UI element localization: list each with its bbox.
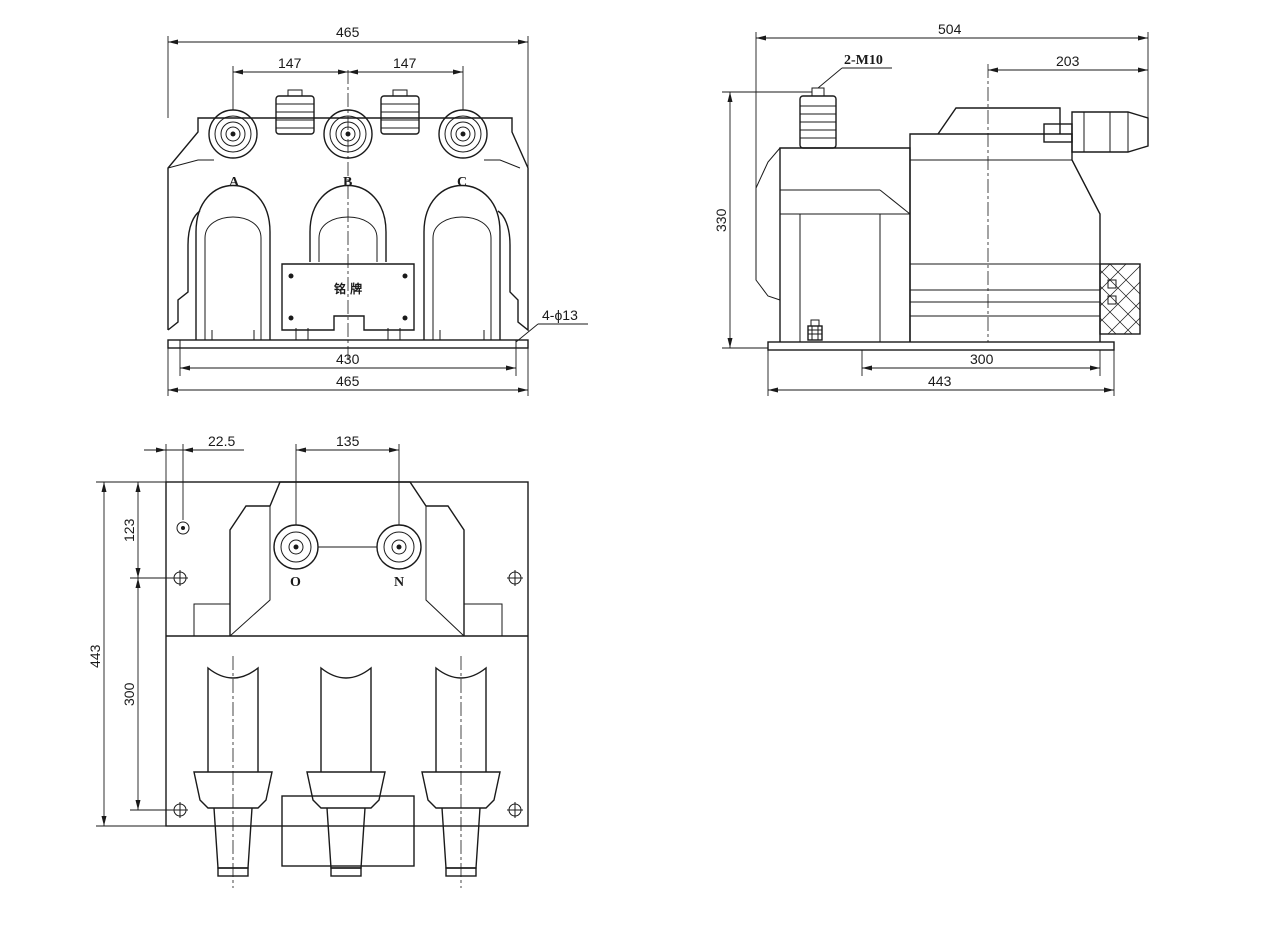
front-dim-spacing-left: 147	[278, 55, 302, 71]
top-central-block	[229, 481, 465, 636]
top-front-housing	[281, 795, 415, 867]
side-dim-bushing-offset: 203	[1056, 53, 1080, 69]
side-body-right	[909, 133, 1101, 342]
front-dim-overall-bottom: 465	[336, 373, 360, 389]
front-view: 铭 牌 A B C	[167, 24, 588, 396]
side-hv-bushing	[1043, 111, 1149, 153]
phase-label-a: A	[229, 175, 240, 190]
top-base-outline	[165, 481, 529, 827]
top-dim-hole-spacing: 300	[121, 682, 137, 706]
front-hole-note: 4-ϕ13	[542, 307, 578, 323]
side-dim-height: 330	[713, 208, 729, 232]
top-bushing-right	[421, 656, 501, 888]
side-dim-base-length: 443	[928, 373, 952, 389]
top-view: O N	[87, 433, 529, 888]
side-bushing-note: 2-M10	[844, 53, 883, 68]
terminal-label-o: O	[290, 575, 301, 590]
front-arch-c	[423, 185, 501, 340]
top-terminal-n	[376, 524, 422, 570]
front-dim-hole-spacing: 430	[336, 351, 360, 367]
front-insulator-left	[275, 89, 315, 135]
top-bushing-middle	[306, 666, 386, 877]
top-dim-overall-depth: 443	[87, 644, 103, 668]
side-view: 504 203 2-M10 330 300 443	[713, 21, 1149, 396]
front-dim-spacing-right: 147	[393, 55, 417, 71]
front-insulator-right	[380, 89, 420, 135]
front-dim-overall-top: 465	[336, 24, 360, 40]
front-terminal-c	[438, 109, 488, 159]
top-dim-top-offset: 123	[121, 518, 137, 542]
front-body-outline	[167, 117, 529, 332]
top-dim-terminal-spacing: 135	[336, 433, 360, 449]
phase-label-c: C	[457, 175, 467, 190]
top-dim-hole-edge: 22.5	[208, 433, 235, 449]
front-shoulder-left	[167, 159, 521, 169]
side-vertical-bushing	[799, 87, 837, 149]
side-dim-overall-length: 504	[938, 21, 962, 37]
front-arch-a	[195, 185, 271, 340]
front-terminal-a	[208, 109, 258, 159]
side-dim-hole-spacing: 300	[970, 351, 994, 367]
side-ground-terminal	[807, 319, 823, 341]
top-mount-holes	[172, 521, 523, 818]
terminal-label-n: N	[394, 575, 404, 590]
phase-label-b: B	[343, 175, 352, 190]
side-base-plate	[767, 341, 1115, 351]
side-terminal-box	[1099, 263, 1141, 335]
top-bushing-left	[193, 656, 273, 888]
top-terminal-o	[273, 524, 319, 570]
